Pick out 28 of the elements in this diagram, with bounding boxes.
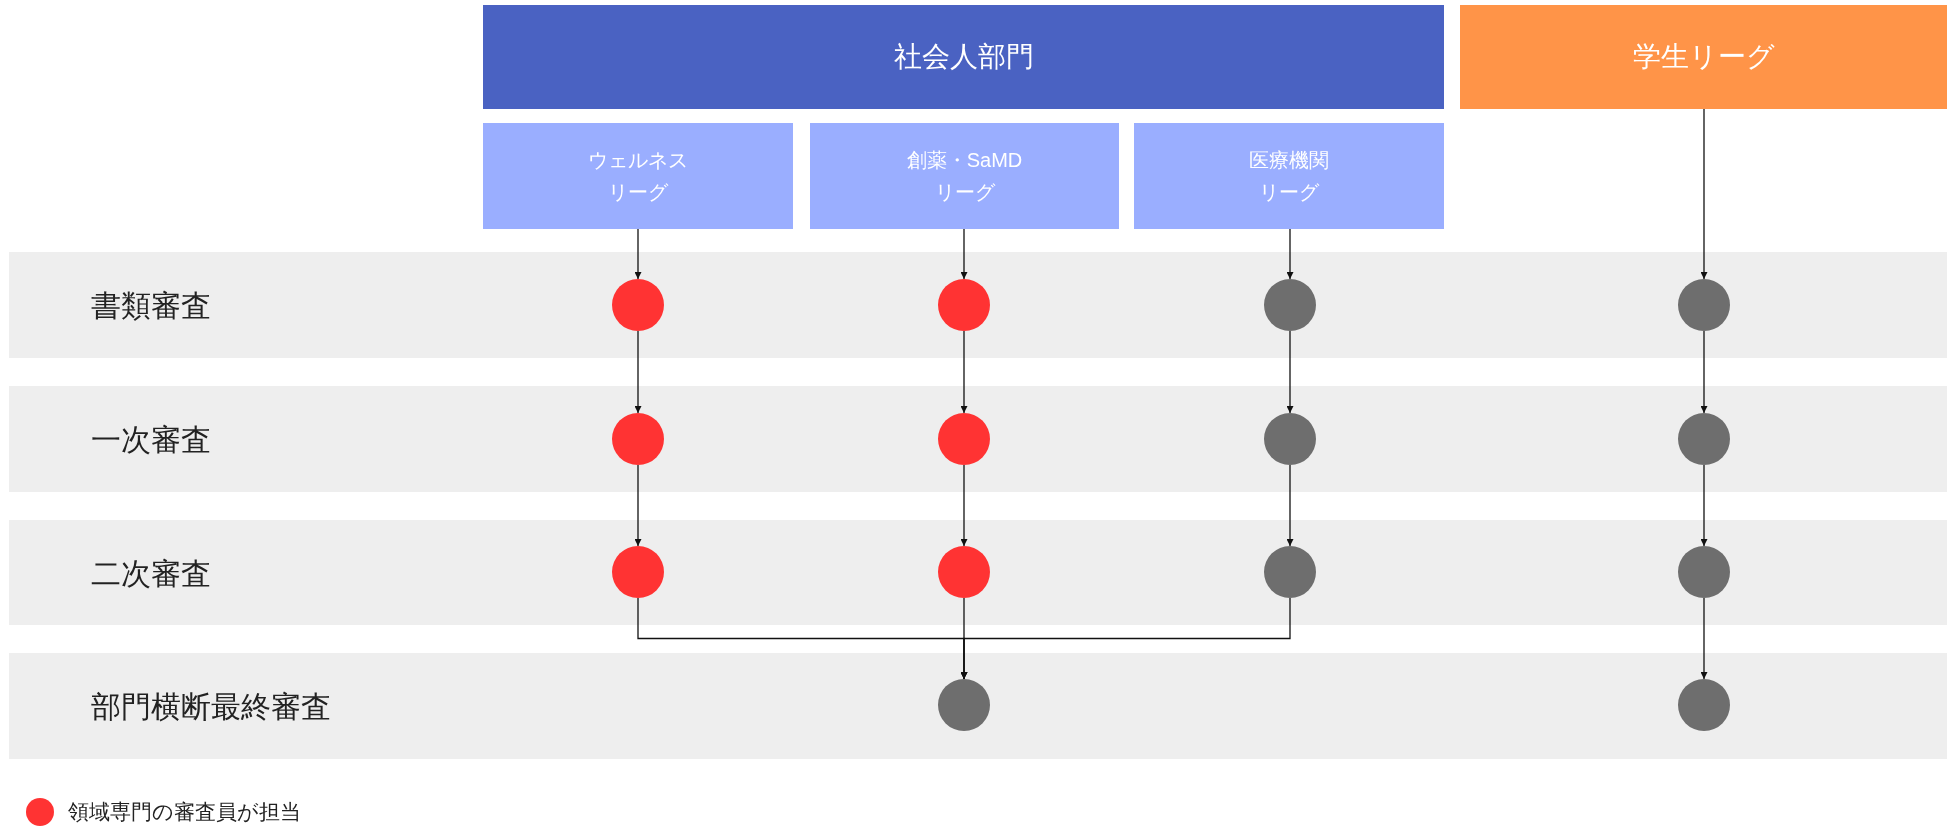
arrow xyxy=(960,330,968,414)
division-header: 社会人部門 xyxy=(483,5,1444,109)
arrow xyxy=(960,597,1291,680)
arrow xyxy=(1286,330,1294,414)
arrow xyxy=(1286,464,1294,547)
stage-label: 一次審査 xyxy=(91,421,211,458)
arrow xyxy=(1700,464,1708,547)
arrow xyxy=(634,464,642,547)
stage-label: 二次審査 xyxy=(91,555,211,591)
arrow xyxy=(634,228,642,280)
arrow xyxy=(1700,597,1708,680)
stage-band xyxy=(9,520,1947,625)
arrow xyxy=(634,330,642,414)
league-box: ウェルネスリーグ xyxy=(483,123,793,229)
league-box: 医療機関リーグ xyxy=(1134,123,1444,229)
arrow xyxy=(960,228,968,280)
arrow xyxy=(1700,330,1708,414)
stage-band xyxy=(9,386,1947,492)
stage-band xyxy=(9,653,1947,759)
stage-label: 部門横断最終審査 xyxy=(91,688,331,725)
stage-band xyxy=(9,252,1947,358)
arrow xyxy=(1700,108,1708,280)
arrow xyxy=(960,464,968,547)
stage-label: 書類審査 xyxy=(91,287,211,324)
league-box: 創薬・SaMDリーグ xyxy=(810,123,1119,229)
arrow xyxy=(1286,228,1294,280)
legend-label: 領域専門の審査員が担当 xyxy=(68,799,301,825)
league-header: 学生リーグ xyxy=(1460,5,1947,109)
